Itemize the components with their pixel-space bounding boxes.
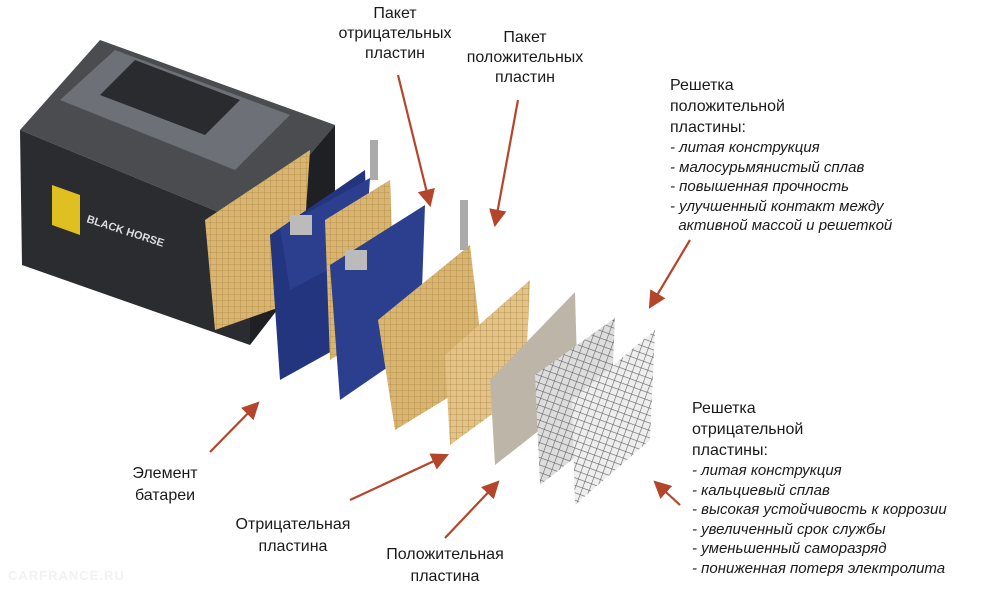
label-line: батареи bbox=[134, 487, 196, 504]
title-line: отрицательной bbox=[692, 421, 804, 438]
label-line: пластина bbox=[258, 538, 328, 555]
feature-item: активной массой и решеткой bbox=[670, 217, 893, 234]
battery-case: BLACK HORSE bbox=[20, 40, 335, 345]
feature-item: - литая конструкция bbox=[670, 139, 820, 156]
label-negative-plate: Отрицательная пластина bbox=[223, 514, 363, 558]
label-line: пластина bbox=[410, 568, 480, 585]
feature-item: - уменьшенный саморазряд bbox=[692, 540, 887, 557]
title-line: пластины: bbox=[692, 442, 768, 459]
negative-plate-pack bbox=[270, 140, 425, 400]
feature-item: - высокая устойчивость к коррозии bbox=[692, 501, 947, 518]
feature-item: - малосурьмянистый сплав bbox=[670, 158, 865, 176]
label-positive-plate: Положительная пластина bbox=[375, 544, 515, 588]
label-line: Пакет bbox=[503, 29, 547, 46]
title-line: Решетка bbox=[670, 77, 734, 94]
label-negative-pack: Пакет отрицательных пластин bbox=[325, 4, 465, 64]
label-line: пластин bbox=[495, 69, 555, 86]
callout-arrows bbox=[209, 74, 691, 539]
title-line: пластины: bbox=[670, 119, 746, 136]
feature-item: - увеличенный срок службы bbox=[692, 520, 886, 538]
title-line: Решетка bbox=[692, 400, 756, 417]
label-line: пластин bbox=[365, 45, 425, 62]
label-line: положительных bbox=[466, 49, 584, 66]
feature-item: - улучшенный контакт между bbox=[670, 197, 884, 215]
grid-plates bbox=[490, 292, 655, 505]
feature-item: - литая конструкция bbox=[692, 462, 842, 479]
feature-item: - пониженная потеря электролита bbox=[692, 559, 946, 577]
positive-grid-description: Решетка положительной пластины: - литая … bbox=[670, 75, 892, 236]
watermark: CARFRANCE.RU bbox=[8, 568, 125, 583]
title-line: положительной bbox=[670, 98, 785, 115]
feature-item: - кальциевый сплав bbox=[692, 481, 830, 499]
label-line: отрицательных bbox=[338, 25, 452, 42]
label-line: Отрицательная bbox=[235, 516, 351, 533]
label-positive-pack: Пакет положительных пластин bbox=[455, 28, 595, 88]
label-line: Элемент bbox=[132, 465, 198, 482]
positive-plate-pack bbox=[378, 200, 530, 445]
feature-item: - повышенная прочность bbox=[670, 178, 849, 195]
label-battery-cell: Элемент батареи bbox=[115, 463, 215, 507]
negative-grid-description: Решетка отрицательной пластины: - литая … bbox=[692, 398, 947, 578]
label-line: Пакет bbox=[373, 5, 417, 22]
label-line: Положительная bbox=[386, 546, 504, 563]
brand-logo bbox=[52, 185, 80, 235]
